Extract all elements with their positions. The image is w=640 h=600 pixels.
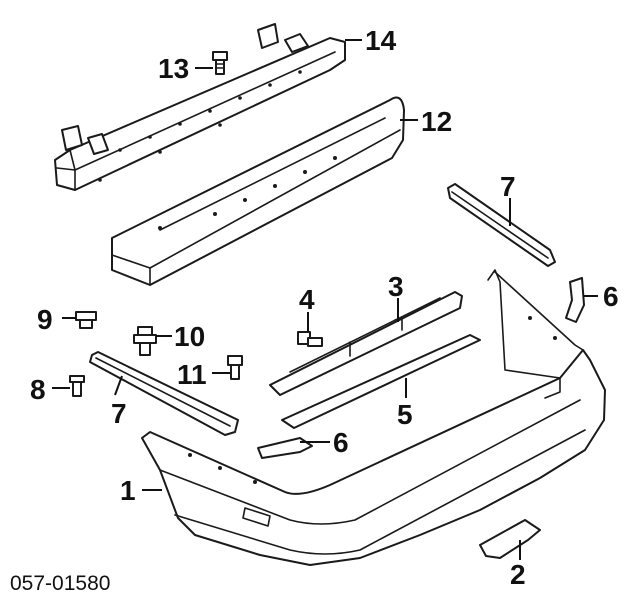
diagram-code: 057-01580 xyxy=(10,572,110,595)
leader-lines xyxy=(52,39,598,560)
part-11-screw xyxy=(227,355,243,380)
part-14-reinforcement-beam xyxy=(54,23,346,191)
callout-12: 12 xyxy=(421,106,452,137)
callout-9: 9 xyxy=(37,304,53,335)
callout-7-upper: 7 xyxy=(500,171,516,202)
callout-14: 14 xyxy=(365,25,397,56)
part-7-side-retainer-right xyxy=(447,183,556,267)
callout-labels: 13 14 12 7 6 9 10 11 8 7 4 3 5 6 1 2 xyxy=(30,25,619,590)
callout-4: 4 xyxy=(299,284,315,315)
callout-1: 1 xyxy=(120,475,136,506)
part-10-grommet xyxy=(133,326,157,356)
part-7-side-retainer-left xyxy=(89,351,239,436)
part-1-bumper-cover xyxy=(141,269,606,566)
part-4-clip xyxy=(297,331,323,347)
callout-10: 10 xyxy=(174,321,205,352)
callout-11: 11 xyxy=(177,359,207,390)
part-2-lower-bracket xyxy=(479,519,541,559)
part-8-bolt xyxy=(69,375,85,397)
part-13-bolt xyxy=(212,51,228,75)
part-6-side-bracket xyxy=(565,277,585,323)
callout-2: 2 xyxy=(510,559,526,590)
part-6-lower-trim xyxy=(257,437,313,459)
callout-13: 13 xyxy=(158,53,189,84)
callout-7-left: 7 xyxy=(111,398,127,429)
leader-7-left xyxy=(114,375,123,396)
part-9-clip xyxy=(75,311,97,329)
callout-6-right: 6 xyxy=(603,281,619,312)
part-12-energy-absorber xyxy=(111,96,405,286)
callout-8: 8 xyxy=(30,374,46,405)
callout-5: 5 xyxy=(397,399,413,430)
callout-3: 3 xyxy=(388,271,404,302)
part-5-trim-strip xyxy=(281,334,481,429)
callout-6-lower: 6 xyxy=(333,427,349,458)
